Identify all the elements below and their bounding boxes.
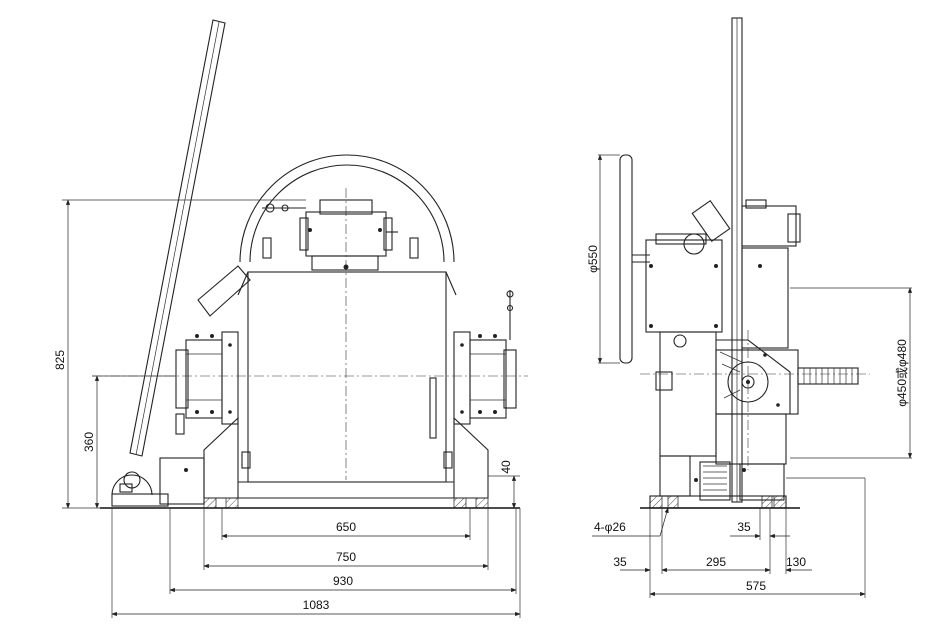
threaded-stem [797,367,859,385]
main-body [237,188,457,483]
side-dimension-lines [592,154,913,597]
side-lever [731,17,743,503]
right-side-actuator [453,290,517,425]
handwheel-edge [619,154,650,364]
dim-650-label: 650 [336,520,356,534]
dim-575-label: 575 [746,579,766,593]
dim-1083-label: 1083 [303,598,330,612]
side-extension-lines [598,154,912,598]
side-gearbox [645,199,801,349]
lever-pivot-bracket [111,457,205,507]
dim-130-label: 130 [786,555,806,569]
dim-930-label: 930 [333,574,353,588]
dim-750-label: 750 [336,550,356,564]
dim-phi550-label: φ550 [586,245,600,273]
side-base [649,495,787,509]
lower-coupling [659,455,785,501]
top-actuator [262,199,419,271]
dim-40-label: 40 [499,460,513,474]
dim-295-label: 295 [706,555,726,569]
side-view: φ550 φ450或φ480 4-φ26 35 35 295 130 575 [586,17,913,598]
dim-35-top-label: 35 [737,520,751,534]
dim-825-label: 825 [53,350,67,370]
front-view: 825 360 40 650 750 930 1083 [53,19,528,618]
dim-35-left-label: 35 [613,555,627,569]
extension-lines [62,199,521,618]
left-side-actuator [175,265,251,435]
dim-phi450-480-label: φ450或φ480 [895,339,909,407]
dim-holes-label: 4-φ26 [594,520,626,534]
operating-lever [129,19,226,457]
front-dimension-lines [65,199,521,617]
dim-360-label: 360 [82,432,96,452]
side-housing [655,331,799,465]
top-arc-hoop [239,154,455,263]
